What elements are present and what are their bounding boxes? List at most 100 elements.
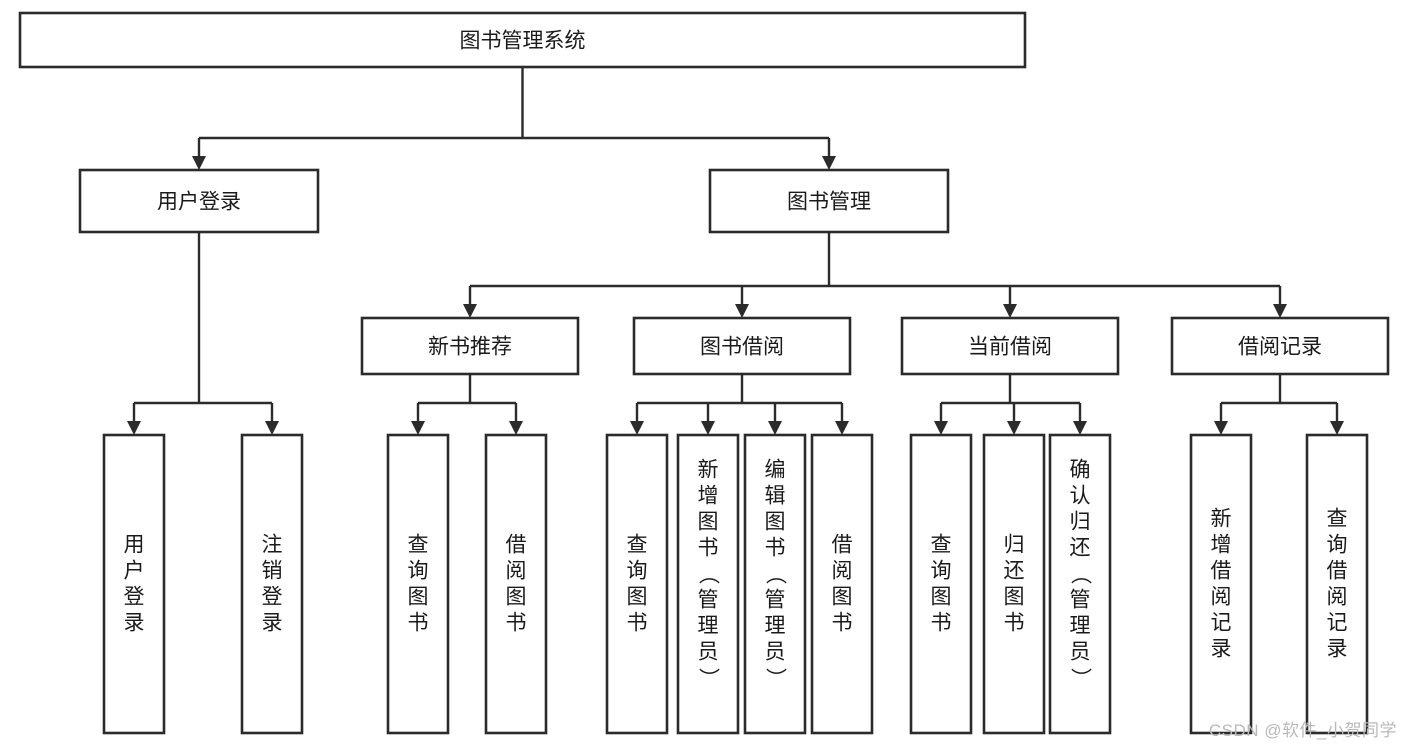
node-label-char: ） xyxy=(697,668,720,689)
node-label-char: 辑 xyxy=(765,485,786,508)
node-label-char: 查 xyxy=(627,534,648,557)
node-newbook[interactable]: 新书推荐 xyxy=(360,316,580,376)
node-label-char: 书 xyxy=(408,612,429,635)
node-box-leaf-bw-query[interactable] xyxy=(605,433,669,735)
node-label-char: 查 xyxy=(1327,508,1348,531)
csdn-watermark: CSDN @软件_小贺同学 xyxy=(1208,721,1397,740)
node-label-char: 编 xyxy=(765,459,786,482)
connector-group-newbook xyxy=(411,374,523,435)
node-box-newbook[interactable] xyxy=(360,316,580,376)
node-label-root: 图书管理系统 xyxy=(460,30,586,53)
node-label-char: 记 xyxy=(1327,612,1348,635)
node-label-char: 借 xyxy=(1327,560,1348,583)
node-box-leaf-bw-borrow[interactable] xyxy=(810,433,874,735)
node-box-leaf-cur-query[interactable] xyxy=(909,433,973,735)
node-box-login[interactable] xyxy=(78,168,320,234)
node-bookmgmt[interactable]: 图书管理 xyxy=(708,168,950,234)
node-label-char: 登 xyxy=(262,586,283,609)
node-label-char: 记 xyxy=(1211,612,1232,635)
node-label-login: 用户登录 xyxy=(157,191,241,214)
node-box-borrow[interactable] xyxy=(632,316,852,376)
node-box-leaf-cur-confirm[interactable] xyxy=(1048,433,1112,735)
node-label-char: 员 xyxy=(698,641,719,664)
node-label-char: 图 xyxy=(408,586,429,609)
node-label-char: 还 xyxy=(1070,537,1091,560)
node-label-char: （ xyxy=(1069,564,1092,585)
node-label-char: 询 xyxy=(931,560,952,583)
node-label-char: 理 xyxy=(765,615,786,638)
node-label-current: 当前借阅 xyxy=(968,336,1052,359)
node-label-char: 还 xyxy=(1004,560,1025,583)
node-box-leaf-rec-query[interactable] xyxy=(1305,433,1369,735)
node-layer: 图书管理系统用户登录图书管理新书推荐图书借阅当前借阅借阅记录用户登录注销登录查询… xyxy=(18,11,1390,735)
node-label-char: 管 xyxy=(765,589,786,612)
node-current[interactable]: 当前借阅 xyxy=(900,316,1120,376)
node-label-char: 询 xyxy=(627,560,648,583)
connector-group-root xyxy=(192,67,836,170)
node-label-newbook: 新书推荐 xyxy=(428,336,512,359)
node-label-char: 书 xyxy=(698,537,719,560)
node-box-leaf-user-logout[interactable] xyxy=(240,433,304,735)
node-label-char: 借 xyxy=(506,534,527,557)
node-box-leaf-cur-return[interactable] xyxy=(982,433,1046,735)
node-label-char: 询 xyxy=(408,560,429,583)
node-box-root[interactable] xyxy=(18,11,1027,69)
connector-group-current xyxy=(934,374,1087,435)
node-label-char: 员 xyxy=(1070,641,1091,664)
node-label-char: 图 xyxy=(832,586,853,609)
node-leaf-user-login[interactable]: 用户登录 xyxy=(102,433,166,735)
node-box-bookmgmt[interactable] xyxy=(708,168,950,234)
node-label-char: 确 xyxy=(1070,459,1091,482)
node-box-leaf-nb-query[interactable] xyxy=(386,433,450,735)
node-box-current[interactable] xyxy=(900,316,1120,376)
node-records[interactable]: 借阅记录 xyxy=(1170,316,1390,376)
node-box-leaf-bw-edit[interactable] xyxy=(743,433,807,735)
node-label-char: 图 xyxy=(765,511,786,534)
node-borrow[interactable]: 图书借阅 xyxy=(632,316,852,376)
node-box-records[interactable] xyxy=(1170,316,1390,376)
node-box-leaf-rec-add[interactable] xyxy=(1189,433,1253,735)
connector-layer xyxy=(127,67,1344,435)
node-label-char: 员 xyxy=(765,641,786,664)
node-box-leaf-bw-add[interactable] xyxy=(676,433,740,735)
node-label-char: ） xyxy=(1069,668,1092,689)
node-label-char: 管 xyxy=(698,589,719,612)
node-box-leaf-nb-borrow[interactable] xyxy=(484,433,548,735)
node-label-char: 图 xyxy=(698,511,719,534)
node-label-char: 图 xyxy=(506,586,527,609)
node-label-char: 书 xyxy=(765,537,786,560)
node-label-char: 图 xyxy=(1004,586,1025,609)
node-box-leaf-user-login[interactable] xyxy=(102,433,166,735)
node-label-char: 注 xyxy=(262,534,283,557)
node-root[interactable]: 图书管理系统 xyxy=(18,11,1027,69)
node-label-char: 录 xyxy=(1211,638,1232,661)
node-label-bookmgmt: 图书管理 xyxy=(787,191,871,214)
node-label-char: 认 xyxy=(1070,485,1091,508)
node-label-char: 书 xyxy=(506,612,527,635)
node-label-char: 阅 xyxy=(1211,586,1232,609)
node-label-char: 借 xyxy=(1211,560,1232,583)
node-label-char: 录 xyxy=(1327,638,1348,661)
node-label-char: 书 xyxy=(627,612,648,635)
node-login[interactable]: 用户登录 xyxy=(78,168,320,234)
node-label-char: 理 xyxy=(1070,615,1091,638)
node-label-char: 管 xyxy=(1070,589,1091,612)
node-label-char: 登 xyxy=(124,586,145,609)
node-label-char: 增 xyxy=(1211,534,1232,557)
node-label-char: 户 xyxy=(124,560,145,583)
node-label-char: （ xyxy=(697,564,720,585)
